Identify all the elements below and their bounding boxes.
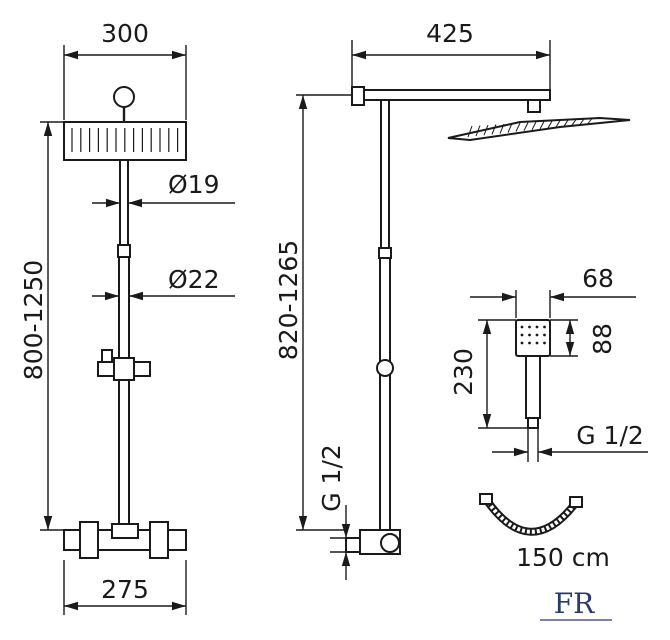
hand-shower-handle: [525, 355, 541, 419]
mixer-side-knob: [380, 533, 400, 553]
hand-nozzle-dot: [535, 325, 539, 329]
dim-hand-thread: G 1/2: [576, 421, 644, 450]
hand-nozzle-dot: [520, 333, 524, 337]
front-view: 300 Ø19 Ø22 800-1250: [19, 19, 235, 615]
head-rib: [571, 119, 577, 126]
side-pipe-upper: [380, 99, 390, 251]
head-rib: [555, 120, 561, 128]
head-rib: [523, 122, 529, 131]
hand-nozzle-dot: [543, 341, 546, 345]
brand-logo: FR: [540, 587, 612, 621]
pipe-upper: [119, 159, 129, 246]
shower-head-nozzles: [71, 128, 179, 152]
head-rib: [491, 124, 497, 135]
dim-hand-length: 230: [449, 348, 478, 396]
head-rib: [507, 123, 513, 133]
side-pipe-joint: [378, 247, 392, 259]
head-rib: [467, 125, 473, 138]
arm-bracket: [351, 86, 365, 106]
hose-outer: [484, 498, 578, 536]
hand-shower-nozzles: [520, 325, 546, 345]
side-view: 425 820-1265 G 1/2: [274, 19, 631, 580]
hand-shower-connector: [527, 417, 539, 429]
shower-head-side: [447, 116, 631, 142]
head-rib: [563, 119, 569, 127]
head-rib: [475, 125, 481, 137]
hand-shower-view: 68 88 230 G 1/2 150 cm: [449, 264, 648, 572]
hose-inner: [486, 500, 576, 534]
dim-inlet-thread: G 1/2: [317, 444, 346, 512]
hose-end-right: [569, 496, 583, 508]
head-rib: [539, 121, 545, 130]
head-rib: [499, 123, 505, 134]
dim-mixer-width: 275: [101, 575, 149, 604]
pipe-joint: [117, 244, 131, 258]
dim-overall-height-a: 800-1250: [19, 260, 48, 380]
label-crop-mask: [440, 566, 670, 584]
hose-end-left: [479, 493, 493, 505]
mixer-outlet: [111, 523, 139, 539]
head-rib: [531, 121, 537, 131]
hand-nozzle-dot: [535, 333, 539, 337]
dim-overall-height-b: 820-1265: [274, 240, 303, 360]
ceiling-ring: [113, 86, 135, 108]
hand-nozzle-dot: [520, 341, 524, 345]
dim-hand-width: 68: [582, 264, 614, 293]
mixer-left-handle: [79, 521, 99, 559]
side-slider: [376, 359, 394, 377]
brand-logo-text: FR: [554, 587, 595, 620]
hand-nozzle-dot: [528, 325, 531, 329]
hand-nozzle-dot: [520, 325, 524, 329]
hand-nozzle-dot: [535, 341, 539, 345]
dim-arm-length: 425: [426, 19, 474, 48]
hand-nozzle-dot: [528, 341, 531, 345]
dim-pipe-lower: Ø22: [168, 265, 220, 294]
mixer-right-handle: [149, 521, 169, 559]
head-rib: [579, 118, 585, 125]
hand-nozzle-dot: [543, 325, 546, 329]
arm-connector: [527, 99, 541, 113]
hand-nozzle-dot: [543, 333, 546, 337]
head-rib: [587, 118, 593, 124]
side-pipe-lower: [379, 257, 391, 534]
pipe-lower: [118, 256, 130, 528]
slider-knob: [101, 349, 113, 363]
dim-pipe-upper: Ø19: [168, 170, 220, 199]
head-rib: [547, 120, 553, 129]
shower-arm: [363, 89, 551, 101]
shower-head-side-ribs: [467, 118, 593, 138]
slider-body: [113, 357, 135, 381]
mixer-side-inlet: [345, 537, 361, 553]
head-rib: [483, 124, 489, 136]
head-rib: [515, 122, 521, 132]
hand-nozzle-dot: [528, 333, 531, 337]
hand-shower-head: [515, 319, 551, 357]
dim-hand-head-height: 88: [588, 323, 617, 355]
dim-head-width: 300: [101, 19, 149, 48]
